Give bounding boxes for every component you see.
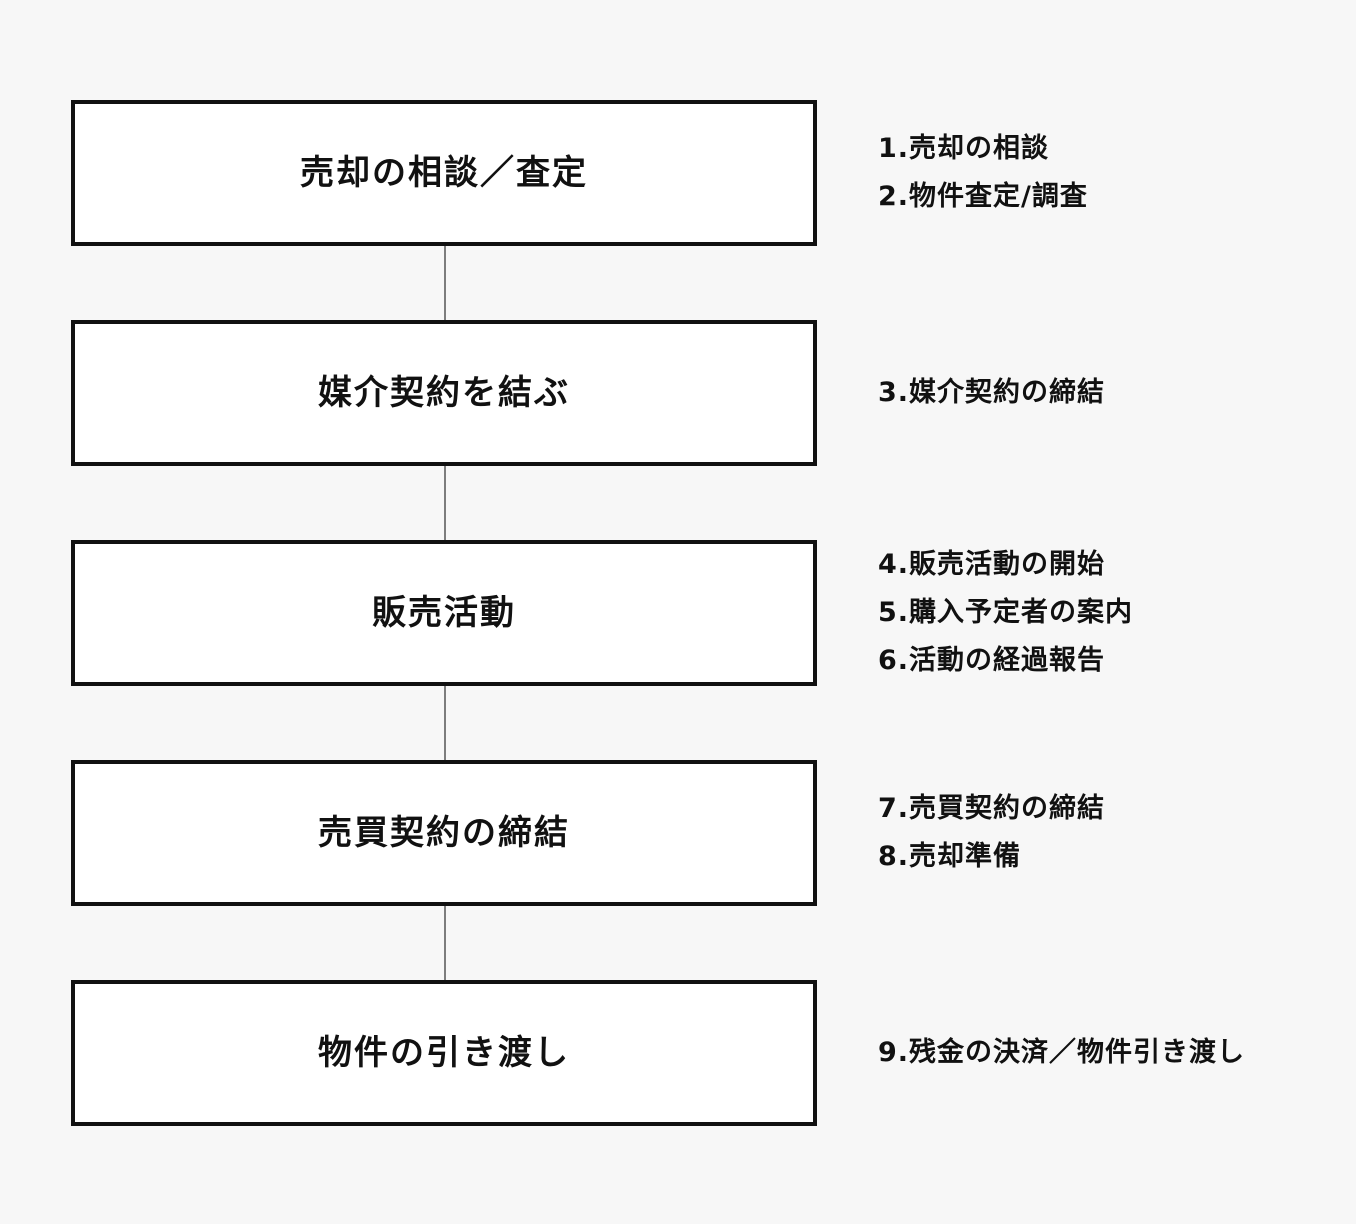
- step-note: 4.販売活動の開始: [878, 549, 1106, 580]
- step-note: 1.売却の相談: [878, 133, 1050, 164]
- step-sales-activity: 販売活動 4.販売活動の開始 5.購入予定者の案内 6.活動の経過報告: [0, 540, 1356, 686]
- step-title: 物件の引き渡し: [318, 1033, 570, 1073]
- step-notes: 1.売却の相談 2.物件査定/調査: [878, 100, 1338, 246]
- connector-line: [444, 684, 446, 760]
- step-box: 売却の相談／査定: [71, 100, 817, 246]
- step-note: 7.売買契約の締結: [878, 793, 1106, 824]
- step-box: 媒介契約を結ぶ: [71, 320, 817, 466]
- connector-line: [444, 464, 446, 540]
- step-note: 9.残金の決済／物件引き渡し: [878, 1037, 1246, 1068]
- step-note: 2.物件査定/調査: [878, 181, 1088, 212]
- step-title: 媒介契約を結ぶ: [318, 373, 570, 413]
- step-note: 6.活動の経過報告: [878, 645, 1106, 676]
- connector-line: [444, 904, 446, 980]
- step-consultation: 売却の相談／査定 1.売却の相談 2.物件査定/調査: [0, 100, 1356, 246]
- step-title: 売買契約の締結: [318, 813, 570, 853]
- connector-line: [444, 244, 446, 320]
- step-title: 販売活動: [372, 593, 516, 633]
- step-notes: 9.残金の決済／物件引き渡し: [878, 980, 1338, 1126]
- step-property-handover: 物件の引き渡し 9.残金の決済／物件引き渡し: [0, 980, 1356, 1126]
- step-sales-contract: 売買契約の締結 7.売買契約の締結 8.売却準備: [0, 760, 1356, 906]
- step-box: 販売活動: [71, 540, 817, 686]
- step-notes: 4.販売活動の開始 5.購入予定者の案内 6.活動の経過報告: [878, 540, 1338, 686]
- step-mediation-contract: 媒介契約を結ぶ 3.媒介契約の締結: [0, 320, 1356, 466]
- step-box: 売買契約の締結: [71, 760, 817, 906]
- step-note: 5.購入予定者の案内: [878, 597, 1134, 628]
- step-title: 売却の相談／査定: [300, 153, 588, 193]
- step-notes: 3.媒介契約の締結: [878, 320, 1338, 466]
- step-box: 物件の引き渡し: [71, 980, 817, 1126]
- step-notes: 7.売買契約の締結 8.売却準備: [878, 760, 1338, 906]
- step-note: 3.媒介契約の締結: [878, 377, 1106, 408]
- step-note: 8.売却準備: [878, 841, 1022, 872]
